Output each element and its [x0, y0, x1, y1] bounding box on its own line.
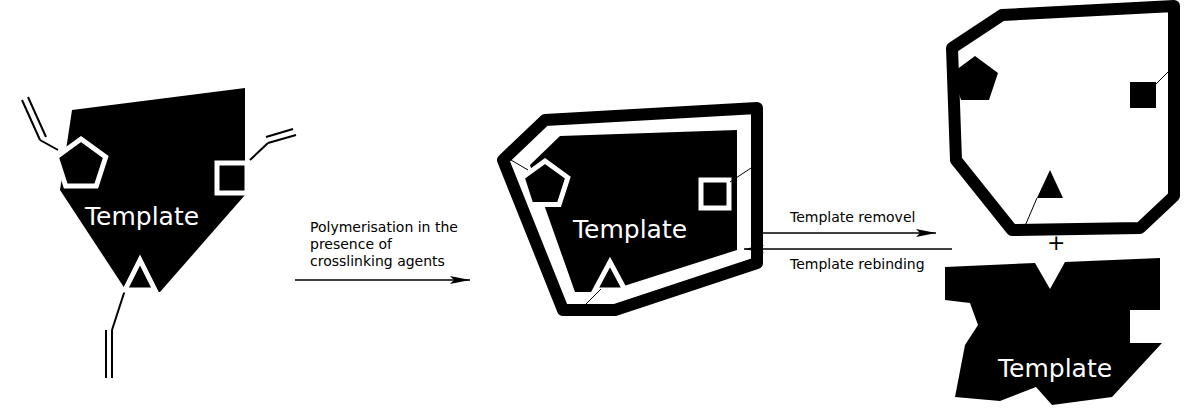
pentagon-site: [952, 56, 998, 100]
node-label: Template: [998, 355, 1112, 383]
template-molecule: Template: [515, 130, 740, 295]
triangle-site: [1037, 170, 1063, 198]
functional-group: [217, 163, 247, 193]
functional-group: [522, 161, 568, 204]
square-site: [1130, 82, 1156, 108]
arrow-label: Template removel: [790, 209, 950, 226]
template-molecule: Template: [55, 85, 250, 295]
functional-group: [56, 139, 105, 186]
reaction-arrow: [752, 232, 936, 234]
reaction-arrow: [295, 279, 470, 281]
node-label: Template: [85, 203, 199, 231]
template-molecule: Template: [940, 255, 1165, 405]
functional-group: [701, 180, 729, 208]
template-shape: [55, 85, 250, 295]
template-outline: [530, 130, 737, 292]
reaction-arrow: [744, 248, 952, 250]
functional-group: [125, 260, 155, 290]
linker-lines: [953, 64, 1170, 226]
template-outline: [945, 258, 1162, 405]
template-shape: [515, 130, 740, 295]
plus-sign: +: [1047, 230, 1065, 255]
functional-group: [595, 262, 625, 290]
arrow-label: Polymerisation in the presence of crossl…: [310, 219, 470, 270]
node-label: Template: [573, 216, 687, 244]
imprinted-cavity: [952, 6, 1174, 230]
arrow-label: Template rebinding: [790, 256, 950, 273]
polymer-matrix: [503, 108, 757, 310]
